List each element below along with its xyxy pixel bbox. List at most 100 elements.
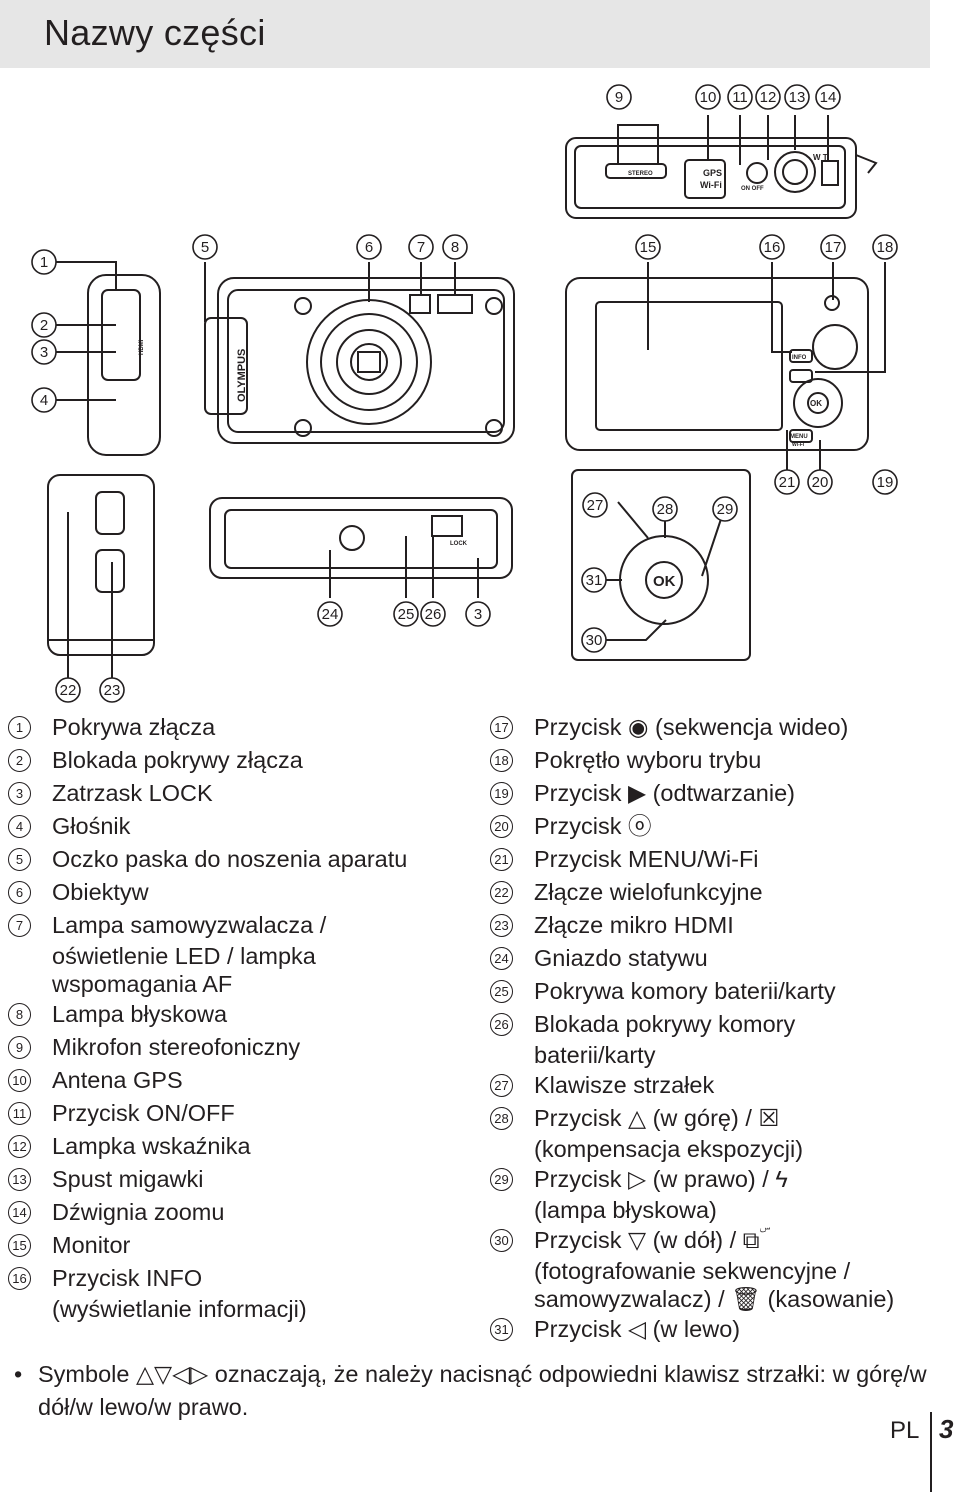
callout-4: 4: [31, 387, 57, 413]
label-brand: OLYMPUS: [236, 349, 248, 402]
callout-27: 27: [582, 492, 608, 518]
callout-30: 30: [581, 627, 607, 653]
svg-text:11: 11: [732, 89, 748, 106]
svg-text:6: 6: [365, 239, 373, 256]
callout-19: 19: [872, 469, 898, 495]
svg-text:21: 21: [779, 474, 796, 491]
svg-text:30: 30: [586, 632, 603, 649]
callout-8: 8: [442, 234, 468, 260]
footer-language: PL: [890, 1417, 920, 1444]
svg-text:5: 5: [201, 239, 209, 256]
svg-text:1: 1: [40, 254, 48, 271]
label-menu: MENU: [790, 434, 808, 440]
footer-divider: [930, 1412, 932, 1492]
label-ok: OK: [653, 573, 676, 590]
callout-21: 21: [774, 469, 800, 495]
callout-1: 1: [31, 249, 57, 275]
connector-view: [47, 474, 155, 682]
svg-text:23: 23: [104, 682, 121, 699]
svg-text:18: 18: [877, 239, 894, 256]
callout-6: 6: [356, 234, 382, 260]
callout-3a: 3: [31, 339, 57, 365]
callout-26: 26: [420, 601, 446, 627]
svg-text:20: 20: [812, 474, 829, 491]
callout-31: 31: [581, 567, 607, 593]
callout-24: 24: [317, 601, 343, 627]
callout-7: 7: [408, 234, 434, 260]
label-onoff: ON OFF: [741, 186, 764, 192]
label-wifi: Wi-Fi: [700, 180, 722, 190]
svg-text:29: 29: [717, 501, 734, 518]
svg-text:9: 9: [615, 89, 623, 106]
label-info: INFO: [792, 355, 807, 361]
label-zoom: W T: [813, 153, 828, 162]
svg-text:13: 13: [789, 89, 806, 106]
title-bar: Nazwy części: [0, 0, 930, 68]
note-text: Symbole △▽◁▷ oznaczają, że należy nacisn…: [38, 1361, 927, 1420]
callout-12: 12: [755, 84, 781, 110]
callout-25: 25: [393, 601, 419, 627]
label-menu-sub: Wi-Fi: [792, 442, 805, 448]
svg-text:16: 16: [764, 239, 781, 256]
svg-text:7: 7: [417, 239, 425, 256]
svg-text:8: 8: [451, 239, 459, 256]
label-stereo: STEREO: [628, 171, 653, 177]
svg-text:26: 26: [425, 606, 442, 623]
callout-5: 5: [192, 234, 218, 260]
callout-15: 15: [635, 234, 661, 260]
camera-parts-figure: GPS Wi-Fi STEREO W T ON OFF OLYMPUS INFO…: [31, 84, 898, 703]
callout-17: 17: [820, 234, 846, 260]
callout-16: 16: [759, 234, 785, 260]
camera-side-view: [56, 261, 161, 456]
label-hdmi: HDMI: [139, 339, 145, 355]
svg-text:25: 25: [398, 606, 415, 623]
label-ok-small: OK: [810, 399, 822, 408]
camera-bottom-view: [209, 497, 513, 598]
svg-text:12: 12: [760, 89, 777, 106]
callout-22: 22: [55, 677, 81, 703]
label-gps: GPS: [703, 168, 722, 178]
callout-2: 2: [31, 312, 57, 338]
svg-text:14: 14: [820, 89, 837, 106]
svg-text:22: 22: [60, 682, 77, 699]
label-lock: LOCK: [450, 541, 468, 547]
callout-29: 29: [712, 496, 738, 522]
page-title: Nazwy części: [44, 12, 266, 53]
callout-28: 28: [652, 496, 678, 522]
svg-text:17: 17: [825, 239, 842, 256]
callout-14: 14: [815, 84, 841, 110]
svg-text:4: 4: [40, 392, 48, 409]
callout-18: 18: [872, 234, 898, 260]
svg-text:31: 31: [586, 572, 603, 589]
svg-text:15: 15: [640, 239, 657, 256]
page-number: 3: [939, 1414, 954, 1444]
